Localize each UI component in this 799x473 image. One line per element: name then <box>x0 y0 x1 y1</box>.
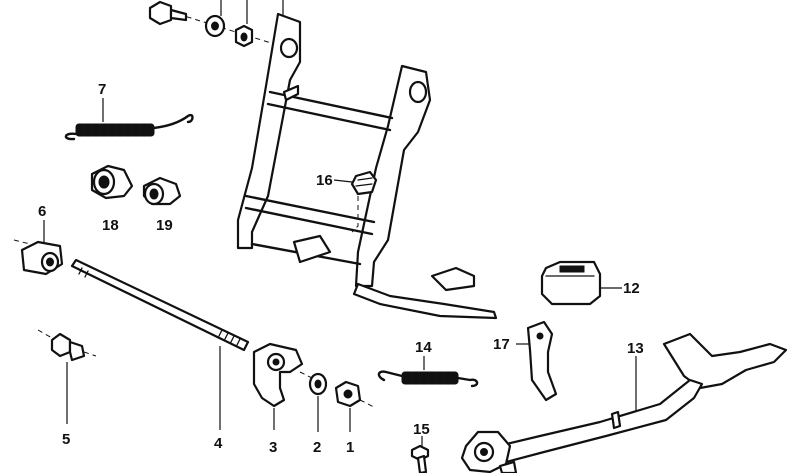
part-14-spring <box>377 356 479 388</box>
callout-4: 4 <box>214 435 223 452</box>
part-4-pivot-shaft <box>70 258 250 430</box>
part-19-rubber-sleeve <box>142 176 182 206</box>
part-3-bracket <box>252 342 304 430</box>
callout-16: 16 <box>316 172 333 189</box>
center-stand <box>236 12 498 320</box>
callout-14: 14 <box>415 339 432 356</box>
part-5-pin <box>37 329 97 424</box>
top-mounting-hardware <box>148 0 301 53</box>
callout-15: 15 <box>413 421 430 438</box>
callout-18: 18 <box>102 217 119 234</box>
callout-13: 13 <box>627 340 644 357</box>
part-13-lever <box>460 332 788 473</box>
part-16-rubber-stop <box>333 170 378 233</box>
callout-6: 6 <box>38 203 46 220</box>
top-washer <box>204 14 226 38</box>
callout-3: 3 <box>269 439 277 456</box>
callout-17: 17 <box>493 336 510 353</box>
part-17-clip <box>516 320 558 402</box>
callout-19: 19 <box>156 217 173 234</box>
part-6-clamp-block <box>13 220 64 276</box>
top-bolt <box>148 0 188 26</box>
top-bushing <box>234 24 254 48</box>
part-2-washer <box>299 371 328 432</box>
part-1-nut <box>334 380 377 432</box>
callout-12: 12 <box>623 280 640 297</box>
callout-5: 5 <box>62 431 70 448</box>
spring-14-coils <box>401 371 459 385</box>
part-15-screw <box>410 436 430 473</box>
part-7-tension-spring <box>64 98 194 141</box>
callout-labels: 1 2 3 4 5 6 7 12 13 14 15 16 17 18 19 <box>38 81 644 456</box>
part-18-rubber-sleeve <box>90 164 134 200</box>
part-12-rubber-block <box>540 260 622 306</box>
callout-2: 2 <box>313 439 321 456</box>
callout-7: 7 <box>98 81 106 98</box>
callout-1: 1 <box>346 439 354 456</box>
